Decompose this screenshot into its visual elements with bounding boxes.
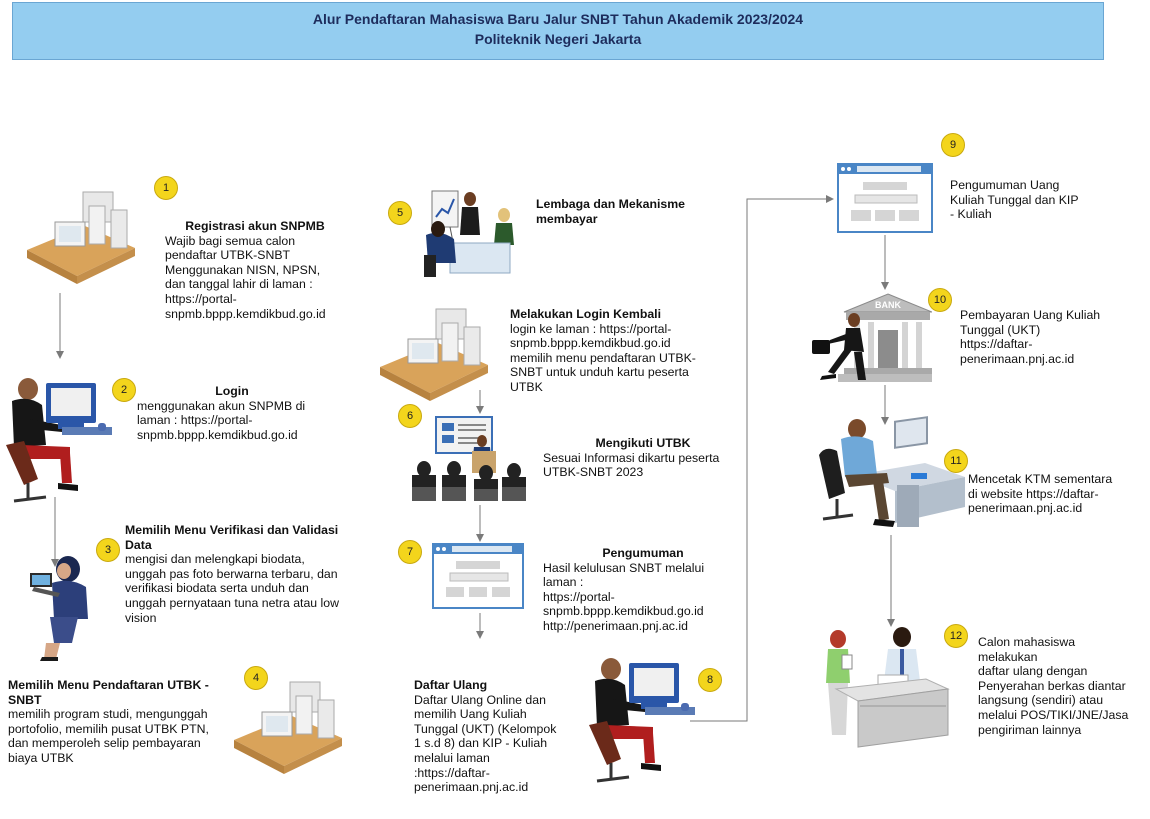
step-12-text: Calon mahasiswa melakukan daftar ulang d… [978,635,1148,737]
front-desk-icon [826,627,950,748]
login-kembali-heading: Melakukan Login Kembali [510,307,662,321]
desk-computer-icon [27,191,135,284]
step-9-text: Pengumuman Uang Kuliah Tunggal dan KIP -… [950,178,1110,222]
step-5-badge: 5 [388,201,412,225]
step-5-heading: Lembaga dan Mekanisme membayar [536,197,685,226]
step-6-body: Sesuai Informasi dikartu peserta UTBK-SN… [543,450,720,480]
title-line-1: Alur Pendaftaran Mahasiswa Baru Jalur SN… [312,11,804,27]
step-10-badge: 10 [928,288,952,312]
step-11-badge: 11 [944,449,968,473]
step-6-text: Mengikuti UTBK Sesuai Informasi dikartu … [543,436,743,480]
desk-computer-icon [234,681,342,774]
step-12-badge: 12 [944,624,968,648]
step-1-badge: 1 [154,176,178,200]
title-line-2: Politeknik Negeri Jakarta [474,31,642,47]
login-kembali-body: login ke laman : https://portal- snpmb.b… [510,321,696,394]
person-at-computer-icon [6,378,112,503]
step-11-text: Mencetak KTM sementara di website https:… [968,472,1138,516]
step-2-body: menggunakan akun SNPMB di laman : https:… [137,398,306,442]
step-4-heading: Memilih Menu Pendaftaran UTBK - SNBT [8,678,209,707]
step-1-text: Registrasi akun SNPMB Wajib bagi semua c… [165,219,345,321]
office-worker-icon [819,416,965,527]
step-4-body: memilih program studi, mengunggah portof… [8,707,209,765]
step-8-heading: Daftar Ulang [414,678,488,692]
step-12-body: Calon mahasiswa melakukan daftar ulang d… [978,635,1129,737]
step-3-heading: Memilih Menu Verifikasi dan Validasi Dat… [125,523,339,552]
step-3-text: Memilih Menu Verifikasi dan Validasi Dat… [125,523,370,625]
step-7-heading: Pengumuman [602,546,684,560]
step-7-badge: 7 [398,540,422,564]
desk-computer-icon [380,308,488,401]
step-7-body: Hasil kelulusan SNBT melalui laman : htt… [543,560,705,633]
browser-window-icon [837,163,933,233]
step-2-heading: Login [215,384,249,398]
step-7-text: Pengumuman Hasil kelulusan SNBT melalui … [543,546,743,634]
step-1-heading: Registrasi akun SNPMB [185,219,325,233]
step-2-badge: 2 [112,378,136,402]
step-5-text: Lembaga dan Mekanisme membayar [536,197,716,226]
step-3-body: mengisi dan melengkapi biodata, unggah p… [125,552,339,625]
person-at-computer-icon [589,658,695,783]
bank-icon: BANK [812,293,932,382]
step-8-badge: 8 [698,668,722,692]
title-banner: Alur Pendaftaran Mahasiswa Baru Jalur SN… [12,2,1104,60]
step-4-text: Memilih Menu Pendaftaran UTBK - SNBT mem… [8,678,233,766]
step-11-body: Mencetak KTM sementara di website https:… [968,472,1113,516]
step-9-body: Pengumuman Uang Kuliah Tunggal dan KIP -… [950,178,1079,222]
woman-with-laptop-icon [30,556,88,661]
step-9-badge: 9 [941,133,965,157]
step-8-body: Daftar Ulang Online dan memilih Uang Kul… [414,692,557,795]
step-6-badge: 6 [398,404,422,428]
meeting-icon [424,190,514,277]
step-3-badge: 3 [96,538,120,562]
step-1-body: Wajib bagi semua calon pendaftar UTBK-SN… [165,233,326,321]
step-6-heading: Mengikuti UTBK [595,436,691,450]
arrow-8-9 [690,195,834,722]
step-2-text: Login menggunakan akun SNPMB di laman : … [137,384,327,442]
step-4-badge: 4 [244,666,268,690]
presentation-icon [412,416,526,501]
bank-label: BANK [875,300,901,310]
browser-window-icon [432,543,524,609]
step-10-text: Pembayaran Uang Kuliah Tunggal (UKT) htt… [960,308,1130,366]
login-kembali-text: Melakukan Login Kembali login ke laman :… [510,307,720,395]
step-8-text: Daftar Ulang Daftar Ulang Online dan mem… [414,678,574,795]
step-10-body: Pembayaran Uang Kuliah Tunggal (UKT) htt… [960,308,1101,366]
